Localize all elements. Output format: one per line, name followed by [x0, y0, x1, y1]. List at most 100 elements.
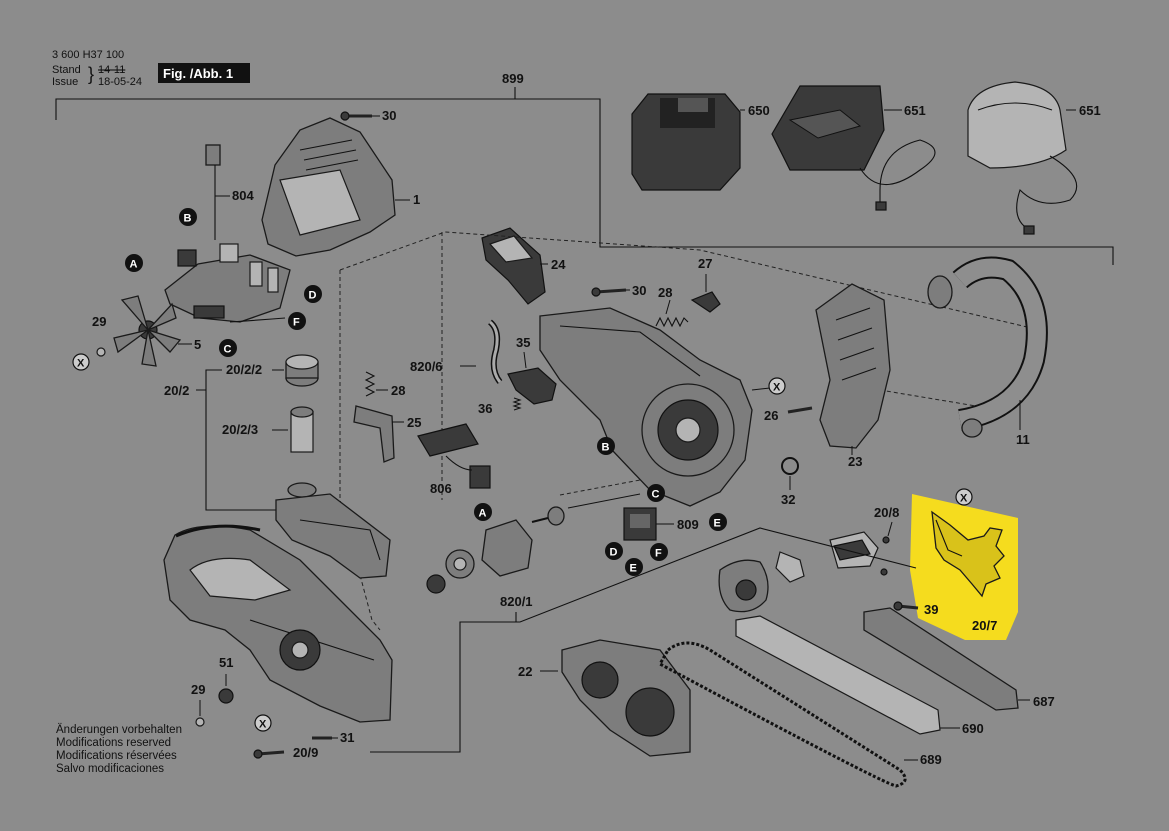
label-687: 687: [1033, 694, 1055, 709]
marker-c-1: C: [219, 339, 237, 357]
part-front-handle-11: 11: [927, 256, 1048, 447]
label-36: 36: [478, 401, 492, 416]
label-27: 27: [698, 256, 712, 271]
label-20-2-2: 20/2/2: [226, 362, 262, 377]
svg-text:X: X: [960, 493, 968, 505]
label-35: 35: [516, 335, 530, 350]
label-11: 11: [1016, 432, 1030, 447]
label-24: 24: [551, 257, 566, 272]
part-spring-28-right: 28: [655, 285, 689, 328]
svg-text:B: B: [184, 213, 192, 225]
part-main-housing: [539, 307, 771, 507]
stand-label: Stand: [52, 64, 81, 76]
part-nut-51: 51: [218, 655, 234, 704]
label-31: 31: [340, 730, 354, 745]
label-51: 51: [219, 655, 233, 670]
svg-text:D: D: [309, 290, 317, 302]
marker-f-1: F: [288, 312, 306, 330]
svg-text:X: X: [773, 382, 781, 394]
part-battery-650: 650: [631, 93, 770, 191]
part-sprocket-cluster: [718, 531, 879, 613]
label-650: 650: [748, 103, 770, 118]
label-26: 26: [764, 408, 778, 423]
svg-text:F: F: [655, 548, 662, 560]
part-switch-809: 809: [623, 507, 699, 541]
label-32: 32: [781, 492, 795, 507]
marker-c-2: C: [647, 484, 665, 502]
note-french: Modifications réservées: [56, 750, 177, 762]
label-899: 899: [502, 71, 524, 86]
marker-b-1: B: [179, 208, 197, 226]
part-chain-cover-22: 22: [518, 639, 691, 757]
part-rear-handle-housing: [163, 524, 393, 723]
marker-x-2: X: [768, 377, 786, 395]
label-22: 22: [518, 664, 532, 679]
figure-label: Fig. /Abb. 1: [163, 66, 233, 81]
part-charger-651b: 651: [967, 81, 1101, 235]
svg-text:C: C: [652, 489, 660, 501]
part-washer-29: 29: [191, 682, 205, 727]
label-806: 806: [430, 481, 452, 496]
svg-text:A: A: [130, 259, 138, 271]
part-top-cover: 1: [261, 117, 420, 257]
marker-e-2: E: [625, 558, 643, 576]
label-29-fan: 29: [92, 314, 106, 329]
part-screw-30-top: 30: [340, 108, 396, 123]
bracket-820-1: 820/1: [370, 527, 917, 753]
part-screws-20-8: 20/8: [874, 505, 899, 576]
part-chain-689: 689: [657, 641, 942, 788]
part-screw-30-mid: 30: [591, 283, 646, 298]
label-30-mid: 30: [632, 283, 646, 298]
part-gear: [426, 549, 475, 594]
svg-text:B: B: [602, 442, 610, 454]
part-cable-820-6: 820/6: [410, 319, 503, 384]
highlight-part-20-7: 20/7: [910, 494, 1018, 640]
header-block: 3 600 H37 100 Stand Issue } 14-11 18-05-…: [52, 49, 250, 88]
marker-e-1: E: [709, 513, 727, 531]
part-lever-35: 35: [507, 335, 557, 405]
part-spring-28-left: 28: [364, 371, 405, 398]
label-20-8: 20/8: [874, 505, 899, 520]
label-5: 5: [194, 337, 201, 352]
label-651-a: 651: [904, 103, 926, 118]
part-screw-20-9: 20/9: [253, 745, 318, 760]
part-lock-27: 27: [690, 256, 721, 313]
brace-symbol: }: [88, 64, 94, 84]
note-english: Modifications reserved: [56, 737, 171, 749]
figure-label-box: [158, 63, 250, 83]
svg-text:C: C: [224, 344, 232, 356]
part-clip-29: 29: [92, 314, 106, 357]
label-20-9: 20/9: [293, 745, 318, 760]
svg-text:F: F: [293, 317, 300, 329]
label-804: 804: [232, 188, 254, 203]
marker-d-1: D: [304, 285, 322, 303]
svg-text:D: D: [610, 547, 618, 559]
label-23: 23: [848, 454, 862, 469]
part-screw-31: 31: [312, 730, 354, 745]
label-809: 809: [677, 517, 699, 532]
marker-a-1: A: [125, 254, 143, 272]
part-pin-26: 26: [764, 406, 813, 423]
label-690: 690: [962, 721, 984, 736]
marker-d-2: D: [605, 542, 623, 560]
part-gear-group-20-2: 20/2 20/2/2 20/2/3: [164, 354, 391, 579]
part-switch-handle-24: 24: [481, 227, 566, 305]
issue-date: 18-05-24: [98, 76, 142, 88]
part-electronics-board: [164, 243, 291, 323]
marker-a-2: A: [474, 503, 492, 521]
label-20-7: 20/7: [972, 618, 997, 633]
part-motor: [481, 493, 641, 577]
part-sensor-804: 804: [205, 144, 254, 240]
label-30-top: 30: [382, 108, 396, 123]
group-bracket-899: 899: [55, 71, 1114, 265]
part-fan-5: 5: [113, 295, 201, 367]
note-spanish: Salvo modificaciones: [56, 763, 164, 775]
marker-x-3: X: [955, 488, 973, 506]
svg-text:X: X: [77, 358, 85, 370]
part-guide-bar-690: 690: [735, 615, 984, 736]
svg-text:E: E: [714, 518, 721, 530]
part-charger-651a: 651: [771, 85, 936, 211]
marker-x-4: X: [254, 714, 272, 732]
part-trigger-25: 25: [353, 405, 421, 463]
